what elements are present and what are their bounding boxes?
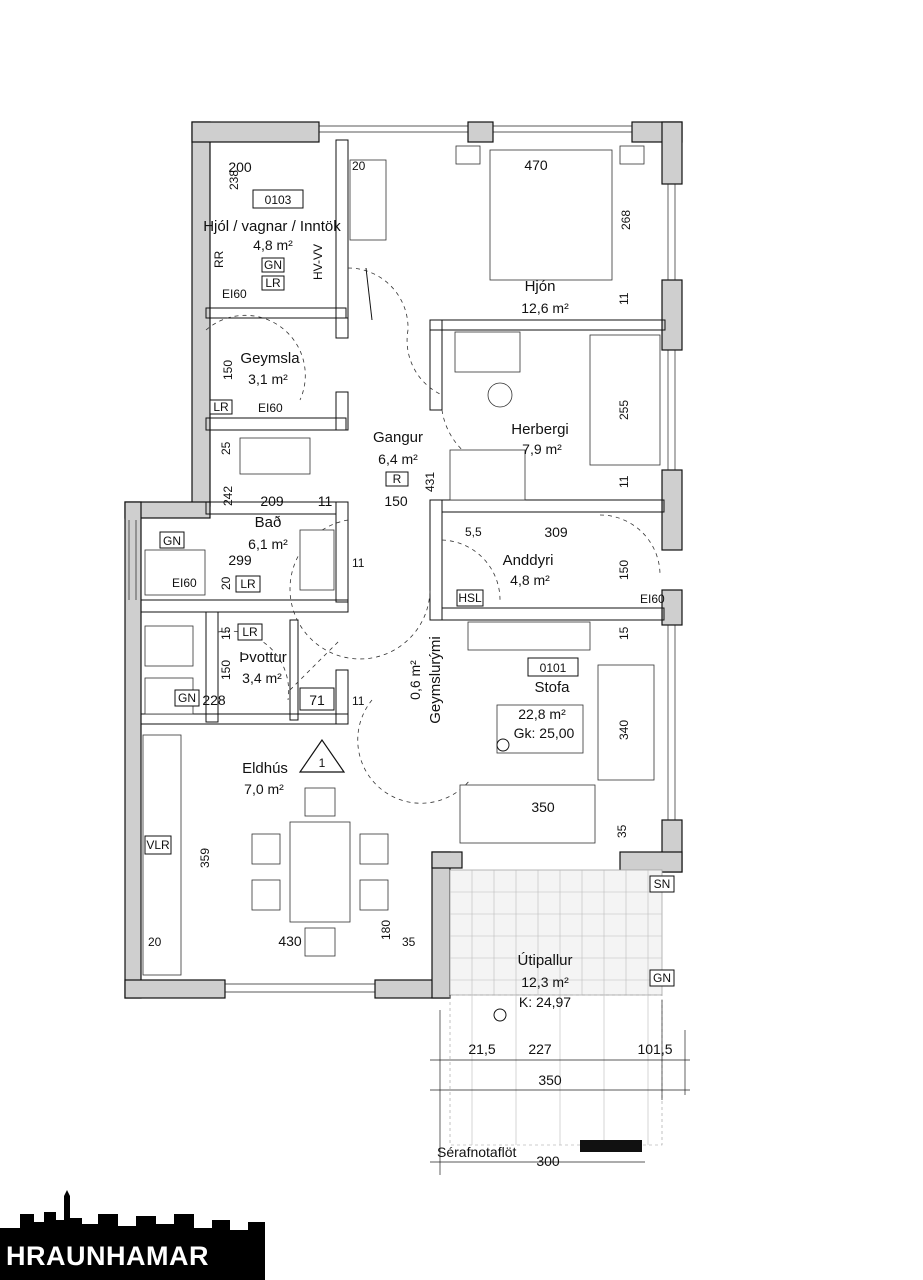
fire-bike: EI60 bbox=[222, 287, 247, 301]
room-tags bbox=[144, 189, 675, 1022]
tag-vlr-kitchen: VLR bbox=[146, 838, 170, 852]
room-area-laundry: 3,4 m² bbox=[242, 670, 282, 686]
room-name-master: Hjón bbox=[525, 278, 556, 295]
dim-label: 15 bbox=[219, 626, 233, 640]
room-area-closet: 0,6 m² bbox=[407, 660, 423, 700]
dim-label: 11 bbox=[352, 556, 365, 570]
dim-label: 5,5 bbox=[465, 525, 482, 539]
level-living: Gk: 25,00 bbox=[514, 725, 575, 741]
tag-r-hall: R bbox=[393, 472, 402, 486]
tag-lr-laundry: LR bbox=[242, 625, 258, 639]
fire-entry: EI60 bbox=[640, 592, 665, 606]
dim-label: 15 bbox=[617, 626, 631, 640]
dim-label: 255 bbox=[617, 400, 631, 420]
tag-lr-bike: LR bbox=[265, 276, 281, 290]
dim-label: 150 bbox=[221, 360, 235, 380]
level-balcony: K: 24,97 bbox=[519, 994, 571, 1010]
dim-label: 359 bbox=[198, 848, 212, 868]
dim-label: 150 bbox=[617, 560, 631, 580]
room-name-kitchen: Eldhús bbox=[242, 760, 288, 777]
dim-label: 227 bbox=[528, 1041, 552, 1057]
tag-gn-balcony: GN bbox=[653, 971, 671, 985]
dim-label: 21,5 bbox=[468, 1041, 495, 1057]
dim-label: 150 bbox=[219, 660, 233, 680]
dim-label: 20 bbox=[352, 159, 366, 173]
tag-sn-balcony: SN bbox=[654, 877, 671, 891]
interior-walls bbox=[140, 139, 666, 725]
room-name-laundry: Þvottur bbox=[239, 649, 287, 666]
dim-label: 350 bbox=[531, 799, 555, 815]
dim-label: 268 bbox=[619, 210, 633, 230]
sera-dim: 300 bbox=[536, 1153, 560, 1169]
tag-hsl-entry: HSL bbox=[458, 591, 482, 605]
dim-label: 71 bbox=[309, 692, 325, 708]
tag-gn-bath: GN bbox=[163, 534, 181, 548]
dim-label: 11 bbox=[352, 694, 365, 708]
room-area-bedroom: 7,9 m² bbox=[522, 441, 562, 457]
dim-label: 20 bbox=[148, 935, 162, 949]
dim-label: 309 bbox=[544, 524, 568, 540]
room-area-bike: 4,8 m² bbox=[253, 237, 293, 253]
room-area-storage: 3,1 m² bbox=[248, 371, 288, 387]
dim-label: 35 bbox=[615, 824, 629, 838]
room-name-bedroom: Herbergi bbox=[511, 421, 569, 438]
room-id-0101: 0101 bbox=[540, 661, 567, 675]
tag-gn-laundry: GN bbox=[178, 691, 196, 705]
tag-lr-storage: LR bbox=[213, 400, 229, 414]
sera-label: Sérafnotaflöt bbox=[437, 1144, 516, 1160]
dim-label: 350 bbox=[538, 1072, 562, 1088]
dim-label: 209 bbox=[260, 493, 284, 509]
fire-storage: EI60 bbox=[258, 401, 283, 415]
room-name-hall: Gangur bbox=[373, 429, 423, 446]
dim-label: 200 bbox=[228, 159, 252, 175]
room-name-bike: Hjól / vagnar / Inntök bbox=[203, 218, 341, 235]
room-area-kitchen: 7,0 m² bbox=[244, 781, 284, 797]
furniture bbox=[142, 145, 661, 976]
dim-label: 101,5 bbox=[637, 1041, 672, 1057]
room-name-closet: Geymslurými bbox=[427, 636, 444, 724]
tag-lr-bath: LR bbox=[240, 577, 256, 591]
dim-label: 242 bbox=[221, 486, 235, 506]
dim-label: 238 bbox=[227, 170, 241, 190]
section-mark: 1 bbox=[319, 756, 326, 770]
hraunhamar-logo: HRAUNHAMAR bbox=[0, 1190, 265, 1280]
dim-label: 340 bbox=[617, 720, 631, 740]
dim-label: 228 bbox=[202, 692, 226, 708]
dim-label: 180 bbox=[379, 920, 393, 940]
room-area-balcony: 12,3 m² bbox=[521, 974, 569, 990]
room-area-living: 22,8 m² bbox=[518, 706, 566, 722]
dim-label: 299 bbox=[228, 552, 252, 568]
dim-label: 150 bbox=[384, 493, 408, 509]
dim-label: 35 bbox=[402, 935, 416, 949]
fire-bath: EI60 bbox=[172, 576, 197, 590]
windows bbox=[128, 125, 676, 993]
room-labels: 0103 Hjól / vagnar / Inntök 4,8 m² GN LR… bbox=[146, 193, 671, 1010]
brand-wordmark: HRAUNHAMAR bbox=[6, 1241, 209, 1271]
dim-label: 25 bbox=[219, 441, 233, 455]
room-name-storage: Geymsla bbox=[240, 350, 300, 367]
dim-label: 11 bbox=[617, 292, 631, 305]
tag-gn-bike: GN bbox=[264, 258, 282, 272]
room-area-hall: 6,4 m² bbox=[378, 451, 418, 467]
hv-label: HV-VV bbox=[311, 244, 325, 280]
dim-label: 431 bbox=[423, 472, 437, 492]
room-name-balcony: Útipallur bbox=[517, 952, 572, 969]
dim-label: 11 bbox=[617, 475, 631, 488]
room-name-entry: Anddyri bbox=[503, 552, 554, 569]
room-name-bath: Bað bbox=[255, 514, 282, 531]
room-name-living: Stofa bbox=[534, 679, 570, 696]
balcony-floor bbox=[449, 869, 663, 1146]
dim-label: 20 bbox=[219, 576, 233, 590]
rr-label: RR bbox=[212, 250, 226, 268]
room-area-entry: 4,8 m² bbox=[510, 572, 550, 588]
dim-label: 11 bbox=[318, 493, 333, 509]
room-id-0103: 0103 bbox=[265, 193, 292, 207]
dim-label: 470 bbox=[524, 157, 548, 173]
dimension-labels: 200 238 20 470 268 11 150 255 431 25 242… bbox=[148, 157, 673, 1088]
room-area-master: 12,6 m² bbox=[521, 300, 569, 316]
dimension-lines bbox=[430, 1000, 690, 1175]
room-area-bath: 6,1 m² bbox=[248, 536, 288, 552]
dim-label: 430 bbox=[278, 933, 302, 949]
